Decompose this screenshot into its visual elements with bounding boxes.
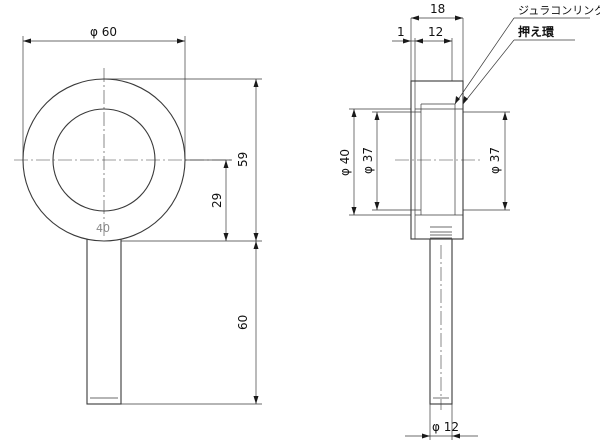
dim1-arrow: [403, 38, 411, 44]
duracon-leader: [454, 17, 515, 105]
phi60-label: φ 60: [90, 25, 117, 39]
phi12-label: φ 12: [432, 420, 459, 434]
phi37-left-label: φ 37: [361, 147, 375, 174]
phi60-arrow-right: [177, 38, 185, 44]
phi37-left-arrow-bottom: [374, 202, 380, 210]
dim18-label: 18: [430, 2, 445, 16]
dim18-arrow-left: [411, 15, 419, 21]
phi37-left-arrow-top: [374, 112, 380, 120]
dim59-arrow-bottom: [253, 233, 259, 241]
retainer-leader: [462, 39, 515, 105]
retainer-ring-label: 押え環: [518, 24, 555, 39]
duracon-leader-arrow: [455, 96, 460, 104]
ring-marking: 40: [96, 222, 110, 235]
phi37-right-arrow-bottom: [502, 202, 508, 210]
phi40-label: φ 40: [338, 149, 352, 176]
side-view: 18 1 12 φ 40 φ 37 φ 37: [338, 2, 600, 440]
dim29-label: 29: [210, 193, 224, 208]
phi37-right-label: φ 37: [488, 147, 502, 174]
dim60-arrow-bottom: [253, 396, 259, 404]
retainer-leader-arrow: [463, 96, 468, 104]
handle-shaft: [86, 235, 122, 405]
phi40-arrow-top: [351, 109, 357, 117]
dim12-arrow-right: [444, 38, 452, 44]
phi37-right-arrow-top: [502, 112, 508, 120]
dim1-arrow-b: [415, 38, 423, 44]
front-view: 40 φ 60 59 29 60: [14, 25, 262, 405]
dim18-arrow-right: [455, 15, 463, 21]
phi12-arrow-right: [452, 433, 460, 439]
dim60-label: 60: [236, 315, 250, 330]
phi12-arrow-left: [422, 433, 430, 439]
duracon-ring-label: ジュラコンリング: [518, 3, 600, 17]
dim1-label: 1: [397, 25, 405, 39]
dim29-arrow-top: [223, 160, 229, 168]
phi60-arrow-left: [23, 38, 31, 44]
dim59-arrow-top: [253, 79, 259, 87]
phi40-arrow-bottom: [351, 207, 357, 215]
dim59-label: 59: [236, 152, 250, 167]
dim60-arrow-top: [253, 241, 259, 249]
dim12-label: 12: [428, 25, 443, 39]
dim29-arrow-bottom: [223, 233, 229, 241]
